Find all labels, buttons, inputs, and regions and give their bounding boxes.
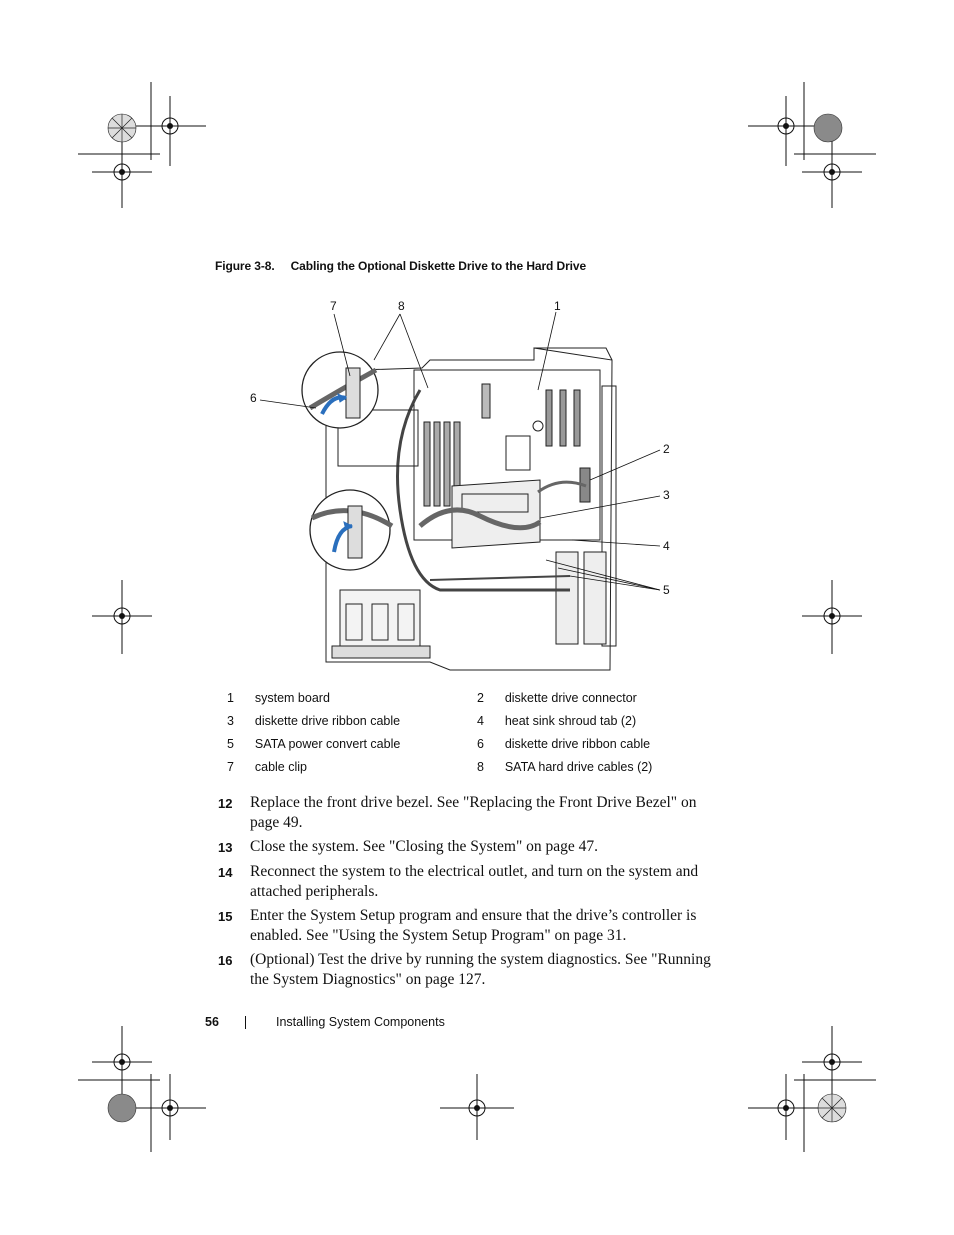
- legend-number: 5: [227, 736, 234, 751]
- step-number: 12: [218, 796, 233, 811]
- figure-number: Figure 3-8.: [215, 259, 275, 273]
- step-text: (Optional) Test the drive by running the…: [250, 951, 711, 988]
- figure-legend: 1 system board 2 diskette drive connecto…: [222, 686, 722, 778]
- legend-row: 7 cable clip 8 SATA hard drive cables (2…: [222, 755, 722, 778]
- procedure-step: 14 Reconnect the system to the electrica…: [218, 862, 718, 902]
- legend-number: 8: [476, 759, 484, 774]
- callout-8: 8: [398, 299, 405, 313]
- legend-number: 1: [227, 690, 234, 705]
- page-number: 56: [205, 1015, 219, 1029]
- legend-number: 2: [476, 690, 484, 705]
- page-footer: 56 Installing System Components: [205, 1015, 445, 1029]
- procedure-step: 16 (Optional) Test the drive by running …: [218, 950, 718, 990]
- footer-divider: [245, 1015, 246, 1029]
- legend-number: 4: [476, 713, 484, 728]
- legend-text: diskette drive ribbon cable: [254, 713, 401, 728]
- legend-text: diskette drive ribbon cable: [504, 736, 651, 751]
- step-text: Enter the System Setup program and ensur…: [250, 907, 697, 944]
- callout-1: 1: [554, 299, 561, 313]
- step-text: Replace the front drive bezel. See "Repl…: [250, 794, 697, 831]
- legend-text: SATA hard drive cables (2): [504, 759, 653, 774]
- legend-number: 3: [227, 713, 234, 728]
- legend-text: heat sink shroud tab (2): [504, 713, 637, 728]
- procedure-step: 12 Replace the front drive bezel. See "R…: [218, 793, 718, 833]
- step-text: Reconnect the system to the electrical o…: [250, 863, 699, 900]
- system-cabling-illustration: 7 8 1 6 2 3 4 5: [250, 299, 670, 671]
- legend-row: 1 system board 2 diskette drive connecto…: [222, 686, 722, 709]
- legend-row: 5 SATA power convert cable 6 diskette dr…: [222, 732, 722, 755]
- callout-7: 7: [330, 299, 337, 313]
- legend-text: diskette drive connector: [504, 690, 637, 705]
- legend-text: cable clip: [254, 759, 307, 774]
- figure-caption: Figure 3-8. Cabling the Optional Diskette…: [215, 259, 586, 273]
- step-number: 16: [218, 953, 233, 968]
- callout-2: 2: [663, 442, 670, 456]
- figure-title: Cabling the Optional Diskette Drive to t…: [290, 259, 587, 273]
- callout-5: 5: [663, 583, 670, 597]
- step-number: 14: [218, 865, 233, 880]
- callout-6: 6: [250, 391, 257, 405]
- legend-row: 3 diskette drive ribbon cable 4 heat sin…: [222, 709, 722, 732]
- footer-section-title: Installing System Components: [276, 1015, 445, 1029]
- step-number: 13: [218, 840, 233, 855]
- callout-4: 4: [663, 539, 670, 553]
- callout-3: 3: [663, 488, 670, 502]
- legend-text: system board: [254, 690, 330, 705]
- legend-number: 6: [476, 736, 484, 751]
- procedure-step: 15 Enter the System Setup program and en…: [218, 906, 718, 946]
- legend-text: SATA power convert cable: [254, 736, 401, 751]
- legend-number: 7: [227, 759, 234, 774]
- step-text: Close the system. See "Closing the Syste…: [250, 838, 599, 855]
- procedure-step: 13 Close the system. See "Closing the Sy…: [218, 837, 718, 858]
- step-number: 15: [218, 909, 233, 924]
- procedure-steps: 12 Replace the front drive bezel. See "R…: [218, 793, 718, 994]
